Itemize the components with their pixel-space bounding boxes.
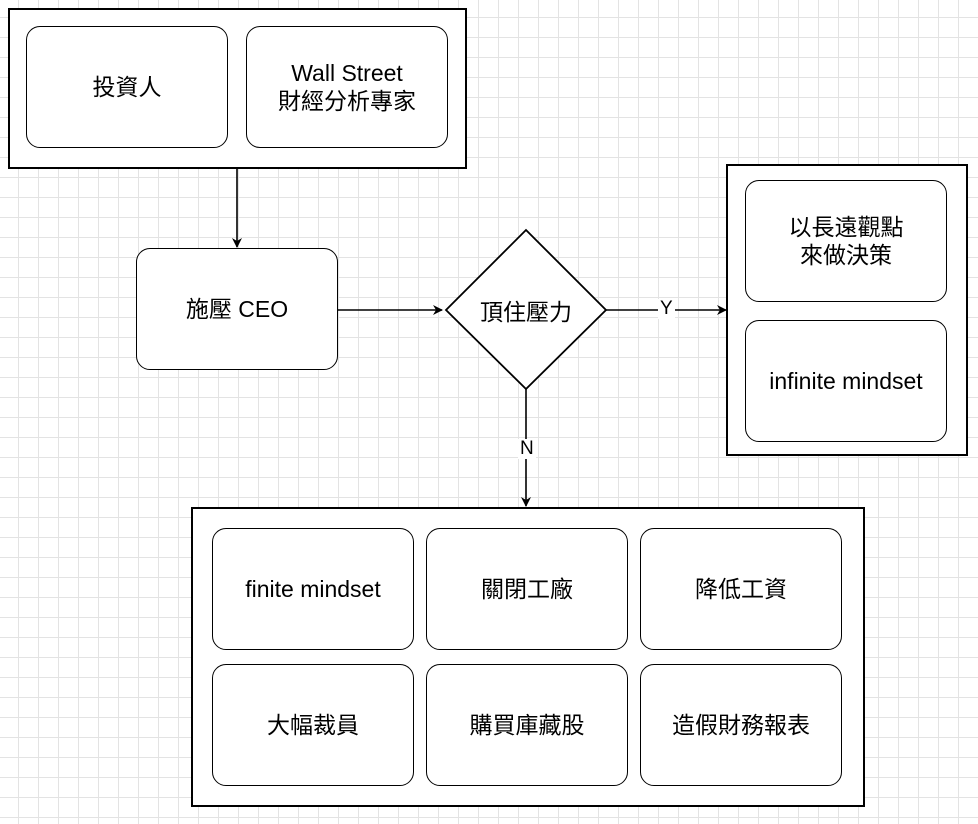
edge-label-no: N <box>518 438 536 459</box>
node-layoffs: 大幅裁員 <box>212 664 414 786</box>
node-long-term-decisions: 以長遠觀點 來做決策 <box>745 180 947 302</box>
decision-label: 頂住壓力 <box>480 299 572 325</box>
node-falsify-reports: 造假財務報表 <box>640 664 842 786</box>
decision-diamond <box>444 228 608 391</box>
node-finite-mindset: finite mindset <box>212 528 414 650</box>
node-investors: 投資人 <box>26 26 228 148</box>
node-wall-street-analysts: Wall Street 財經分析專家 <box>246 26 448 148</box>
node-cut-wages: 降低工資 <box>640 528 842 650</box>
node-share-buyback: 購買庫藏股 <box>426 664 628 786</box>
node-pressure-ceo: 施壓 CEO <box>136 248 338 370</box>
node-close-factory: 關閉工廠 <box>426 528 628 650</box>
edge-label-yes: Y <box>658 298 675 319</box>
node-infinite-mindset: infinite mindset <box>745 320 947 442</box>
